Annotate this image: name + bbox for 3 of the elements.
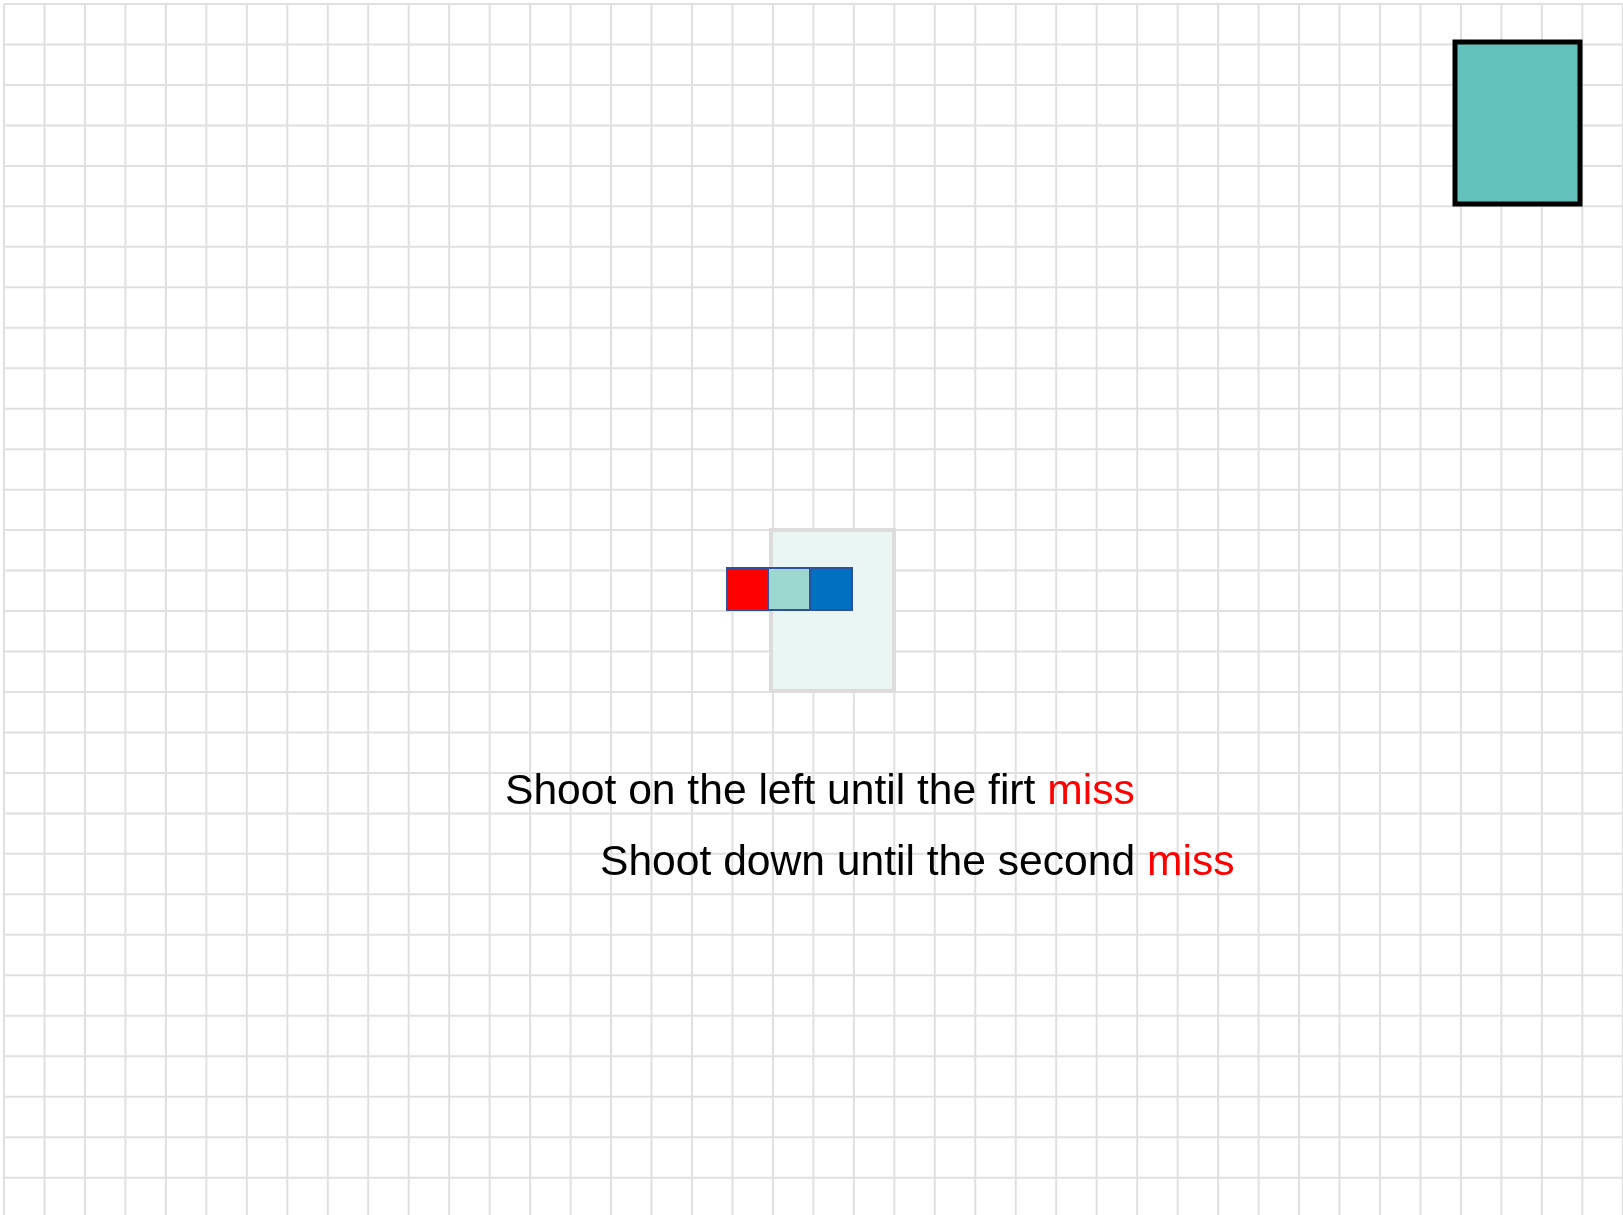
ship-block xyxy=(1452,39,1583,207)
instruction-text: Shoot down until the second miss xyxy=(600,837,1235,883)
instruction-text: Shoot on the left until the firt miss xyxy=(505,766,1135,812)
